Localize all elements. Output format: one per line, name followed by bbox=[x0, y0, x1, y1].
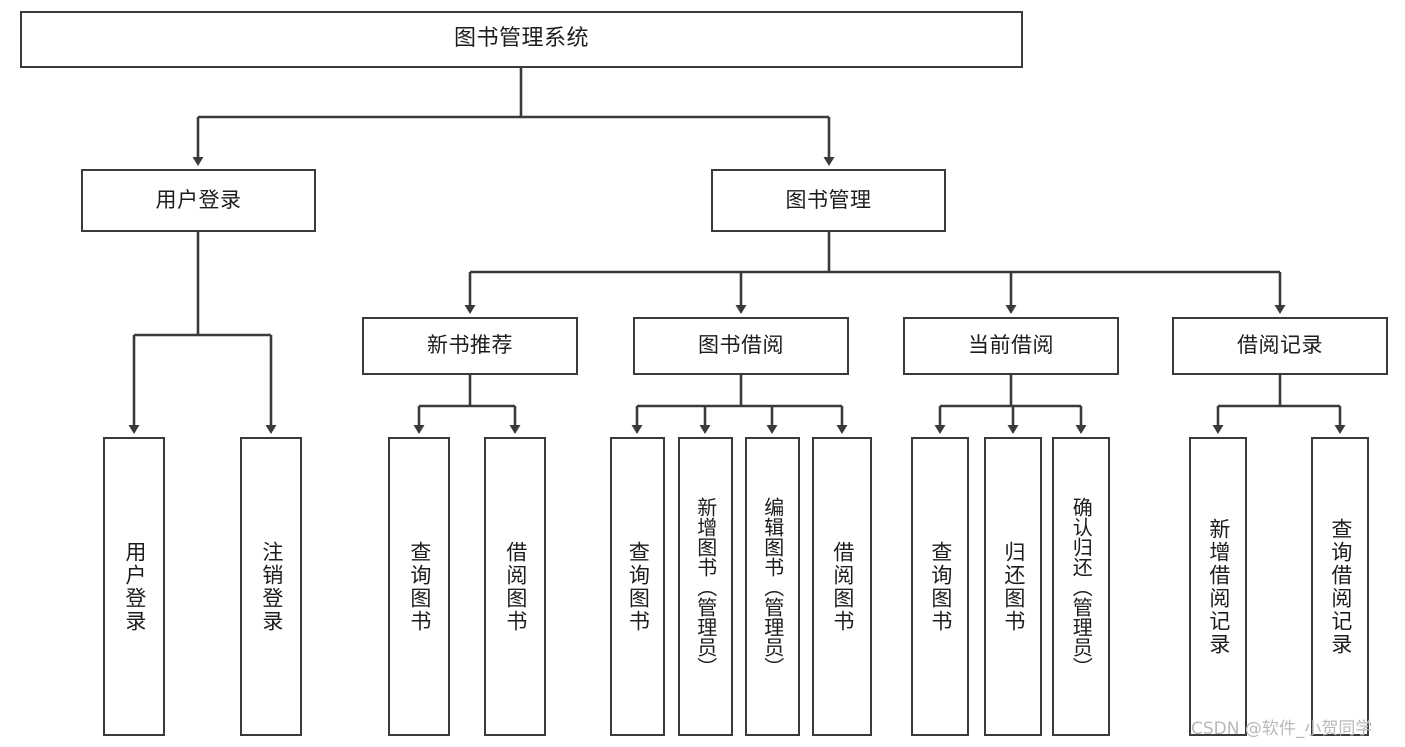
node-leaf-label: 借阅图书 bbox=[830, 540, 855, 633]
node-leaf-leaf-query-book-3[interactable]: 查询图书 bbox=[911, 437, 969, 736]
node-leaf-label: 借阅图书 bbox=[503, 540, 528, 633]
node-leaf-leaf-user-login[interactable]: 用户登录 bbox=[103, 437, 165, 736]
node-leaf-label: 编辑图书（管理员） bbox=[760, 496, 785, 677]
node-leaf-leaf-edit-book[interactable]: 编辑图书（管理员） bbox=[745, 437, 800, 736]
node-leaf-label: 查询图书 bbox=[626, 540, 651, 633]
watermark: CSDN @软件_小贺同学 bbox=[1191, 719, 1373, 739]
node-leaf-leaf-return-book[interactable]: 归还图书 bbox=[984, 437, 1042, 736]
node-level3-book-borrow[interactable]: 图书借阅 bbox=[633, 317, 849, 375]
node-leaf-label: 归还图书 bbox=[1001, 540, 1026, 633]
node-level3-label: 当前借阅 bbox=[968, 333, 1054, 358]
node-level2-book-manage[interactable]: 图书管理 bbox=[711, 169, 946, 232]
node-level3-borrow-record[interactable]: 借阅记录 bbox=[1172, 317, 1388, 375]
node-leaf-label: 注销登录 bbox=[259, 540, 284, 633]
node-level2-label: 图书管理 bbox=[785, 187, 872, 212]
node-leaf-leaf-query-record[interactable]: 查询借阅记录 bbox=[1311, 437, 1369, 736]
node-leaf-label: 用户登录 bbox=[122, 540, 147, 633]
node-leaf-leaf-borrow-book-1[interactable]: 借阅图书 bbox=[484, 437, 546, 736]
node-leaf-leaf-add-book[interactable]: 新增图书（管理员） bbox=[678, 437, 733, 736]
node-level2-label: 用户登录 bbox=[155, 187, 242, 212]
node-root-label: 图书管理系统 bbox=[453, 26, 589, 52]
node-leaf-label: 新增借阅记录 bbox=[1206, 517, 1231, 656]
node-level3-new-book-recommend[interactable]: 新书推荐 bbox=[362, 317, 578, 375]
node-leaf-label: 新增图书（管理员） bbox=[693, 496, 718, 677]
node-level3-label: 图书借阅 bbox=[698, 333, 784, 358]
node-leaf-leaf-query-book-1[interactable]: 查询图书 bbox=[388, 437, 450, 736]
node-leaf-label: 查询图书 bbox=[928, 540, 953, 633]
node-level3-label: 借阅记录 bbox=[1237, 333, 1323, 358]
node-level3-current-borrow[interactable]: 当前借阅 bbox=[903, 317, 1119, 375]
node-leaf-leaf-add-record[interactable]: 新增借阅记录 bbox=[1189, 437, 1247, 736]
node-leaf-label: 查询图书 bbox=[407, 540, 432, 633]
node-level3-label: 新书推荐 bbox=[427, 333, 513, 358]
node-leaf-leaf-logout[interactable]: 注销登录 bbox=[240, 437, 302, 736]
node-leaf-leaf-borrow-book-2[interactable]: 借阅图书 bbox=[812, 437, 872, 736]
node-root[interactable]: 图书管理系统 bbox=[20, 11, 1023, 68]
node-leaf-leaf-query-book-2[interactable]: 查询图书 bbox=[610, 437, 665, 736]
node-leaf-label: 确认归还（管理员） bbox=[1069, 496, 1094, 677]
node-level2-user-login[interactable]: 用户登录 bbox=[81, 169, 316, 232]
node-leaf-label: 查询借阅记录 bbox=[1328, 517, 1353, 656]
node-leaf-leaf-confirm-return[interactable]: 确认归还（管理员） bbox=[1052, 437, 1110, 736]
